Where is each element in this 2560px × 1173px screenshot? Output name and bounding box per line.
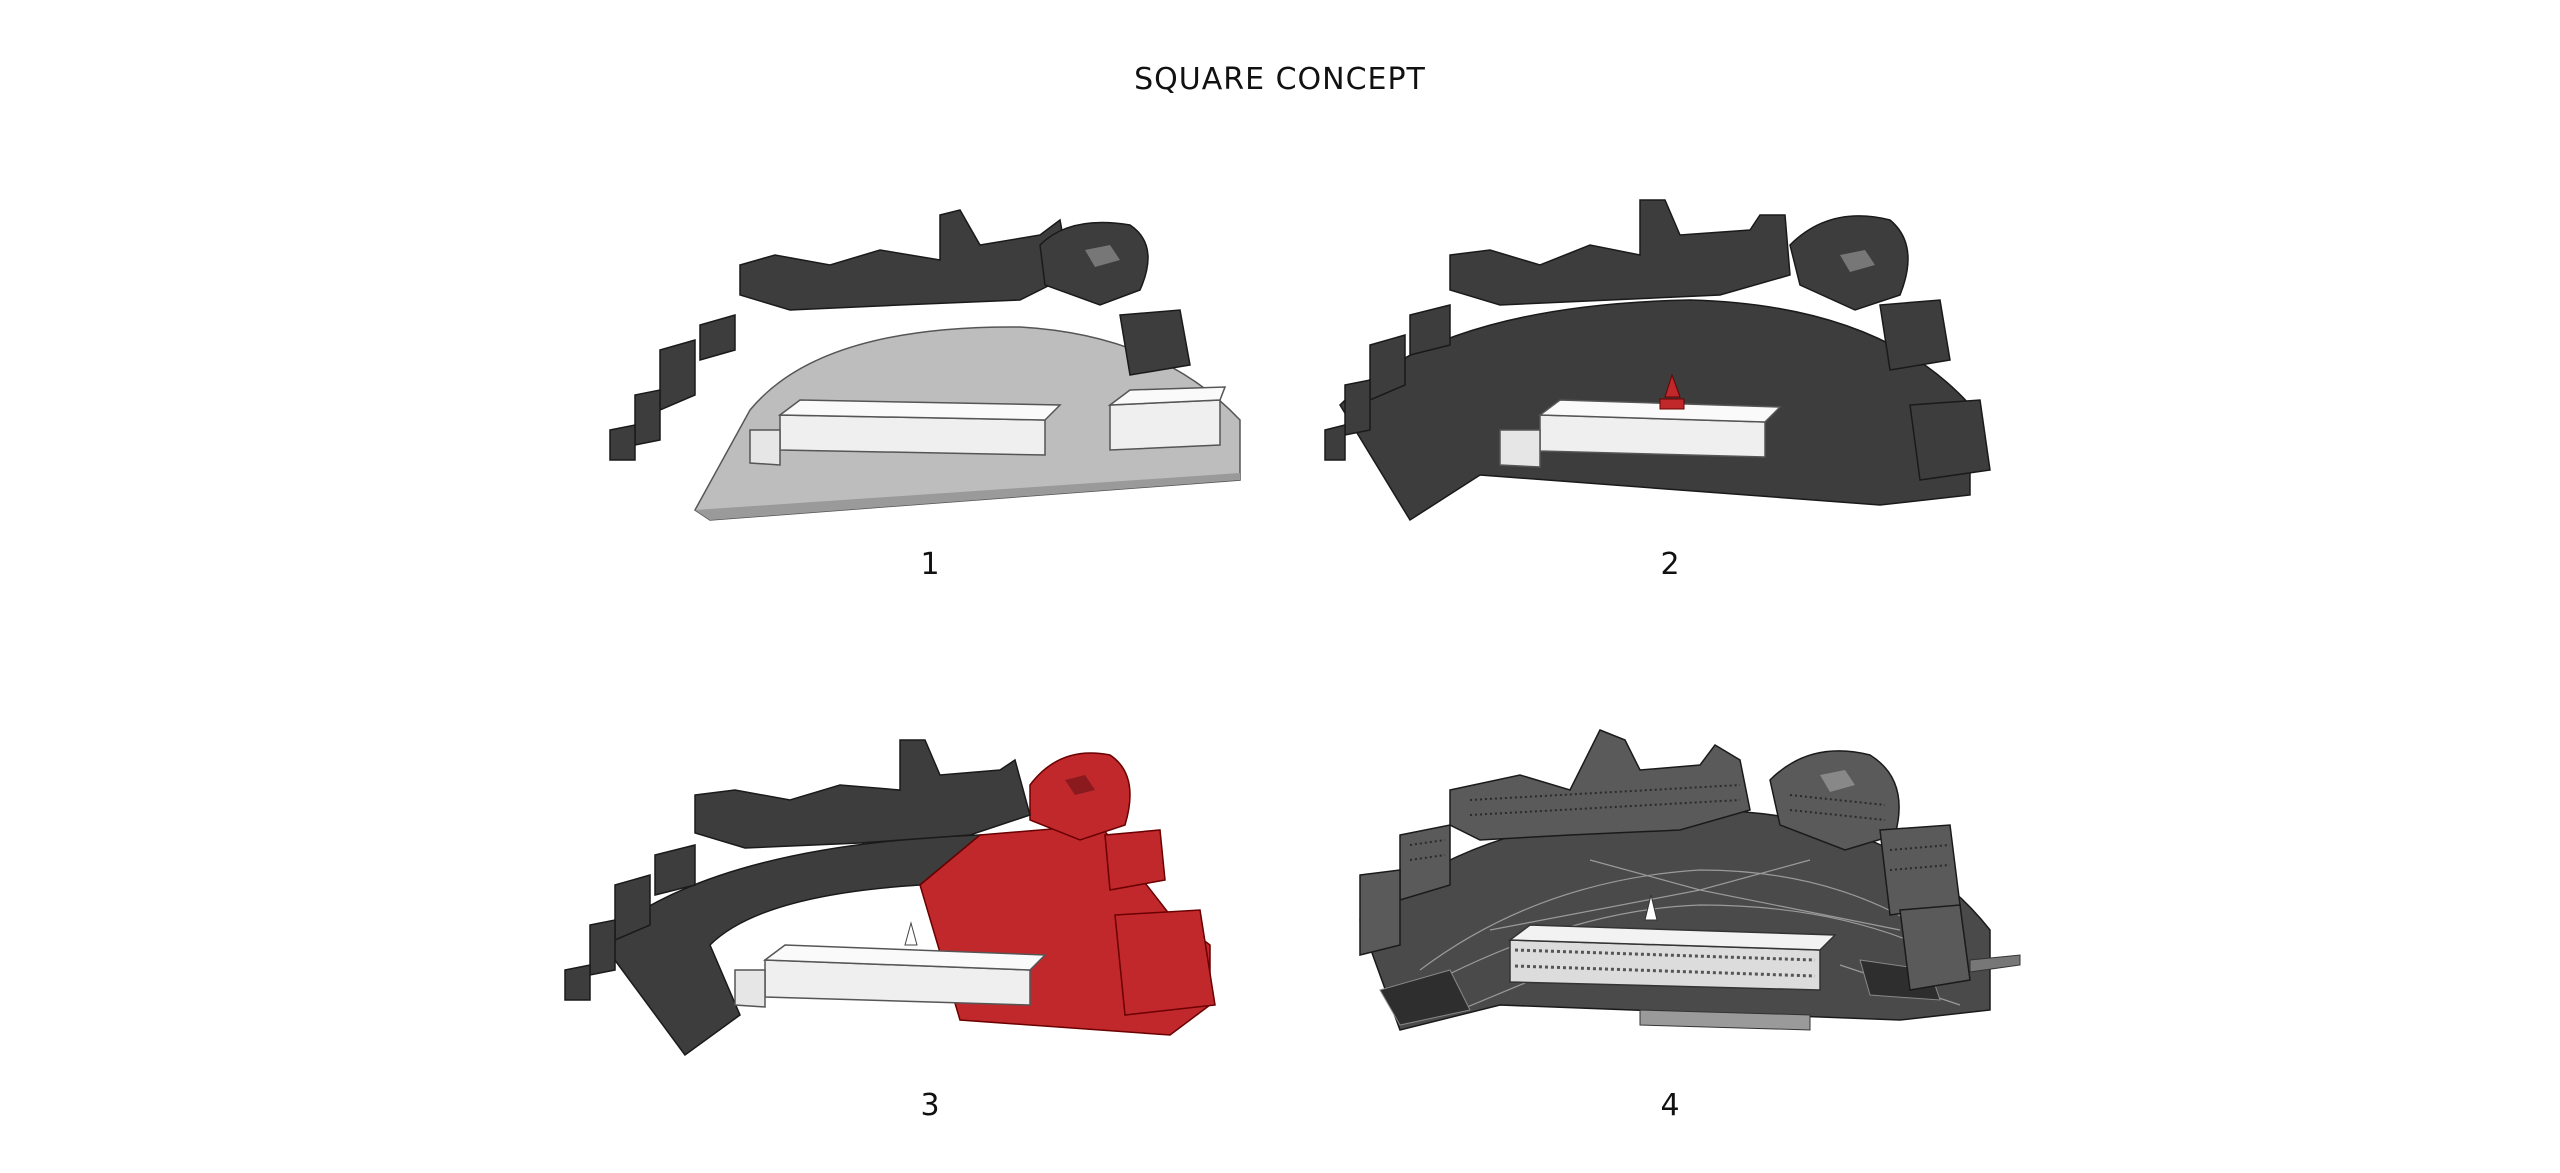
panel-3-model — [560, 715, 1260, 1075]
panel-label-3: 3 — [900, 1088, 960, 1123]
panel-label-1: 1 — [900, 547, 960, 582]
diagram-title: SQUARE CONCEPT — [0, 62, 2560, 97]
monument-icon — [905, 923, 917, 945]
palace-block — [1510, 925, 1835, 1030]
panel-label-4: 4 — [1640, 1088, 1700, 1123]
palace-block — [735, 945, 1045, 1007]
panel-2-model — [1320, 175, 2020, 535]
panel-1-model — [600, 175, 1300, 535]
panel-4-model — [1340, 710, 2040, 1070]
panel-label-2: 2 — [1640, 547, 1700, 582]
